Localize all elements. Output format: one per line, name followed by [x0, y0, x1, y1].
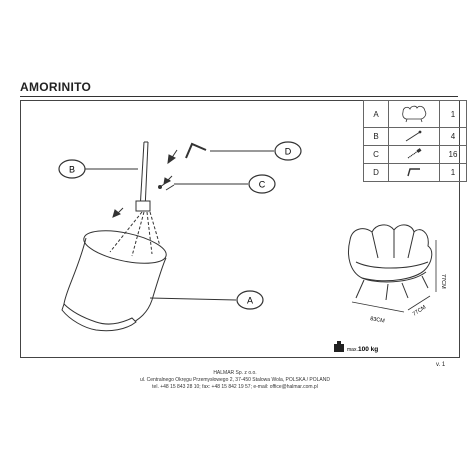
footer: HALMAR Sp. z o.o. ul. Centralnego Okręgu… [0, 370, 470, 391]
leg-drawing [135, 141, 151, 212]
drawing-frame [20, 100, 460, 358]
footer-contact: tel. +48 15 843 28 10; fax: +48 15 842 1… [152, 384, 318, 390]
part-qty: 1 [439, 100, 467, 128]
allen-key-icon [388, 163, 440, 182]
screw-icon [388, 145, 440, 164]
armchair-icon [388, 100, 440, 128]
title-rule [20, 96, 458, 97]
max-load-prefix: max. [347, 347, 358, 353]
footer-address: ul. Centralnego Okręgu Przemysłowego 2, … [139, 377, 330, 383]
callout-lines [84, 150, 274, 301]
armchair-drawing [348, 224, 433, 301]
parts-row-a: A 1 [363, 100, 467, 128]
chair-base-drawing [61, 230, 167, 332]
dimension-width: 83CM [370, 316, 386, 325]
footer-company: HALMAR Sp. z o.o. [213, 370, 257, 376]
allen-key-drawing [185, 142, 207, 159]
callout-d-label: D [285, 147, 292, 157]
part-qty: 1 [439, 163, 467, 182]
part-code: D [363, 163, 389, 182]
callout-c: C [248, 174, 276, 194]
callout-b: B [58, 159, 86, 179]
callout-b-label: B [69, 165, 75, 175]
callout-a: A [236, 290, 264, 310]
max-load-value: 100 kg [358, 346, 378, 353]
dimension-height: 77CM [440, 274, 446, 289]
parts-table: A 1 B 4 C [363, 100, 467, 182]
part-code: B [363, 127, 389, 146]
callout-a-label: A [247, 296, 253, 306]
part-qty: 4 [439, 127, 467, 146]
parts-row-b: B 4 [363, 127, 467, 146]
product-title: AMORINITO [20, 80, 92, 94]
leg-icon [388, 127, 440, 146]
direction-arrows [112, 149, 178, 218]
part-code: A [363, 100, 389, 128]
parts-row-c: C 16 [363, 145, 467, 164]
dimension-lines [351, 240, 437, 313]
parts-row-d: D 1 [363, 163, 467, 182]
weight-icon [334, 341, 344, 352]
part-qty: 16 [439, 145, 467, 164]
version-label: v. 1 [436, 362, 446, 368]
part-code: C [363, 145, 389, 164]
callout-d: D [274, 141, 302, 161]
guide-lines [109, 211, 161, 257]
callout-c-label: C [259, 180, 266, 190]
